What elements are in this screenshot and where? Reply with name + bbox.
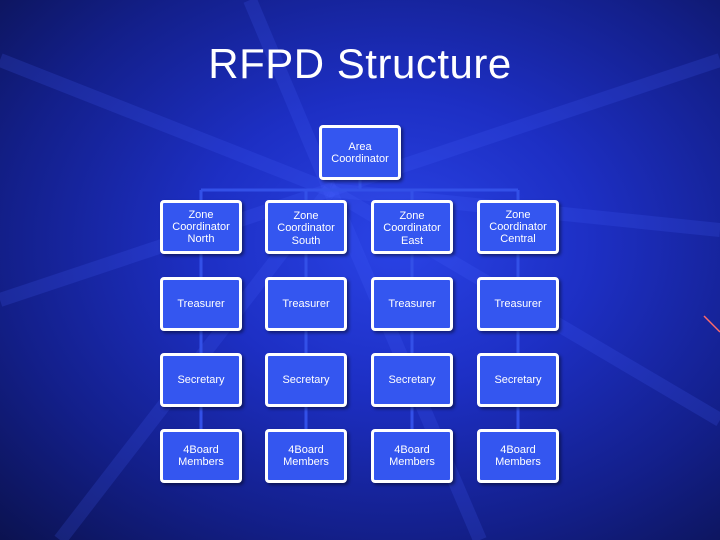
- treasurer-north-label: Treasurer: [177, 298, 225, 310]
- secretary-east-box: Secretary: [371, 353, 453, 407]
- board-north-line1: 4Board: [183, 444, 219, 456]
- secretary-central-box: Secretary: [477, 353, 559, 407]
- board-south-line2: Members: [283, 456, 329, 468]
- board-central-line2: Members: [495, 456, 541, 468]
- board-east-line1: 4Board: [394, 444, 430, 456]
- board-members-north-box: 4Board Members: [160, 429, 242, 483]
- slide-title: RFPD Structure: [208, 40, 512, 87]
- board-members-central-box: 4Board Members: [477, 429, 559, 483]
- secretary-central-label: Secretary: [494, 374, 542, 386]
- secretary-north-label: Secretary: [177, 374, 225, 386]
- zone-east-line3: East: [400, 235, 423, 247]
- zone-north-line2: Coordinator: [172, 221, 230, 233]
- treasurer-central-label: Treasurer: [494, 298, 542, 310]
- board-east-line2: Members: [389, 456, 435, 468]
- zone-south-line1: Zone: [293, 210, 319, 222]
- treasurer-south-label: Treasurer: [282, 298, 330, 310]
- zone-central-line1: Zone: [505, 209, 531, 221]
- board-members-south-box: 4Board Members: [265, 429, 347, 483]
- board-members-east-box: 4Board Members: [371, 429, 453, 483]
- secretary-east-label: Secretary: [388, 374, 436, 386]
- zone-coordinator-north-box: Zone Coordinator North: [160, 200, 242, 254]
- area-coordinator-line1: Area: [348, 140, 372, 153]
- treasurer-east-label: Treasurer: [388, 298, 436, 310]
- treasurer-east-box: Treasurer: [371, 277, 453, 331]
- board-north-line2: Members: [178, 456, 224, 468]
- secretary-south-label: Secretary: [282, 374, 330, 386]
- treasurer-central-box: Treasurer: [477, 277, 559, 331]
- board-south-line1: 4Board: [288, 444, 324, 456]
- board-central-line1: 4Board: [500, 444, 536, 456]
- zone-central-line3: Central: [500, 233, 536, 245]
- zone-east-line1: Zone: [399, 210, 425, 222]
- zone-east-line2: Coordinator: [383, 222, 441, 234]
- zone-south-line2: Coordinator: [277, 222, 335, 234]
- zone-coordinator-east-box: Zone Coordinator East: [371, 200, 453, 254]
- zone-south-line3: South: [291, 235, 321, 247]
- treasurer-south-box: Treasurer: [265, 277, 347, 331]
- zone-central-line2: Coordinator: [489, 221, 547, 233]
- treasurer-north-box: Treasurer: [160, 277, 242, 331]
- zone-coordinator-central-box: Zone Coordinator Central: [477, 200, 559, 254]
- secretary-north-box: Secretary: [160, 353, 242, 407]
- zone-coordinator-south-box: Zone Coordinator South: [265, 200, 347, 254]
- zone-north-line3: North: [187, 233, 215, 245]
- area-coordinator-box: Area Coordinator: [319, 125, 401, 180]
- zone-north-line1: Zone: [188, 209, 214, 221]
- secretary-south-box: Secretary: [265, 353, 347, 407]
- area-coordinator-line2: Coordinator: [331, 152, 389, 165]
